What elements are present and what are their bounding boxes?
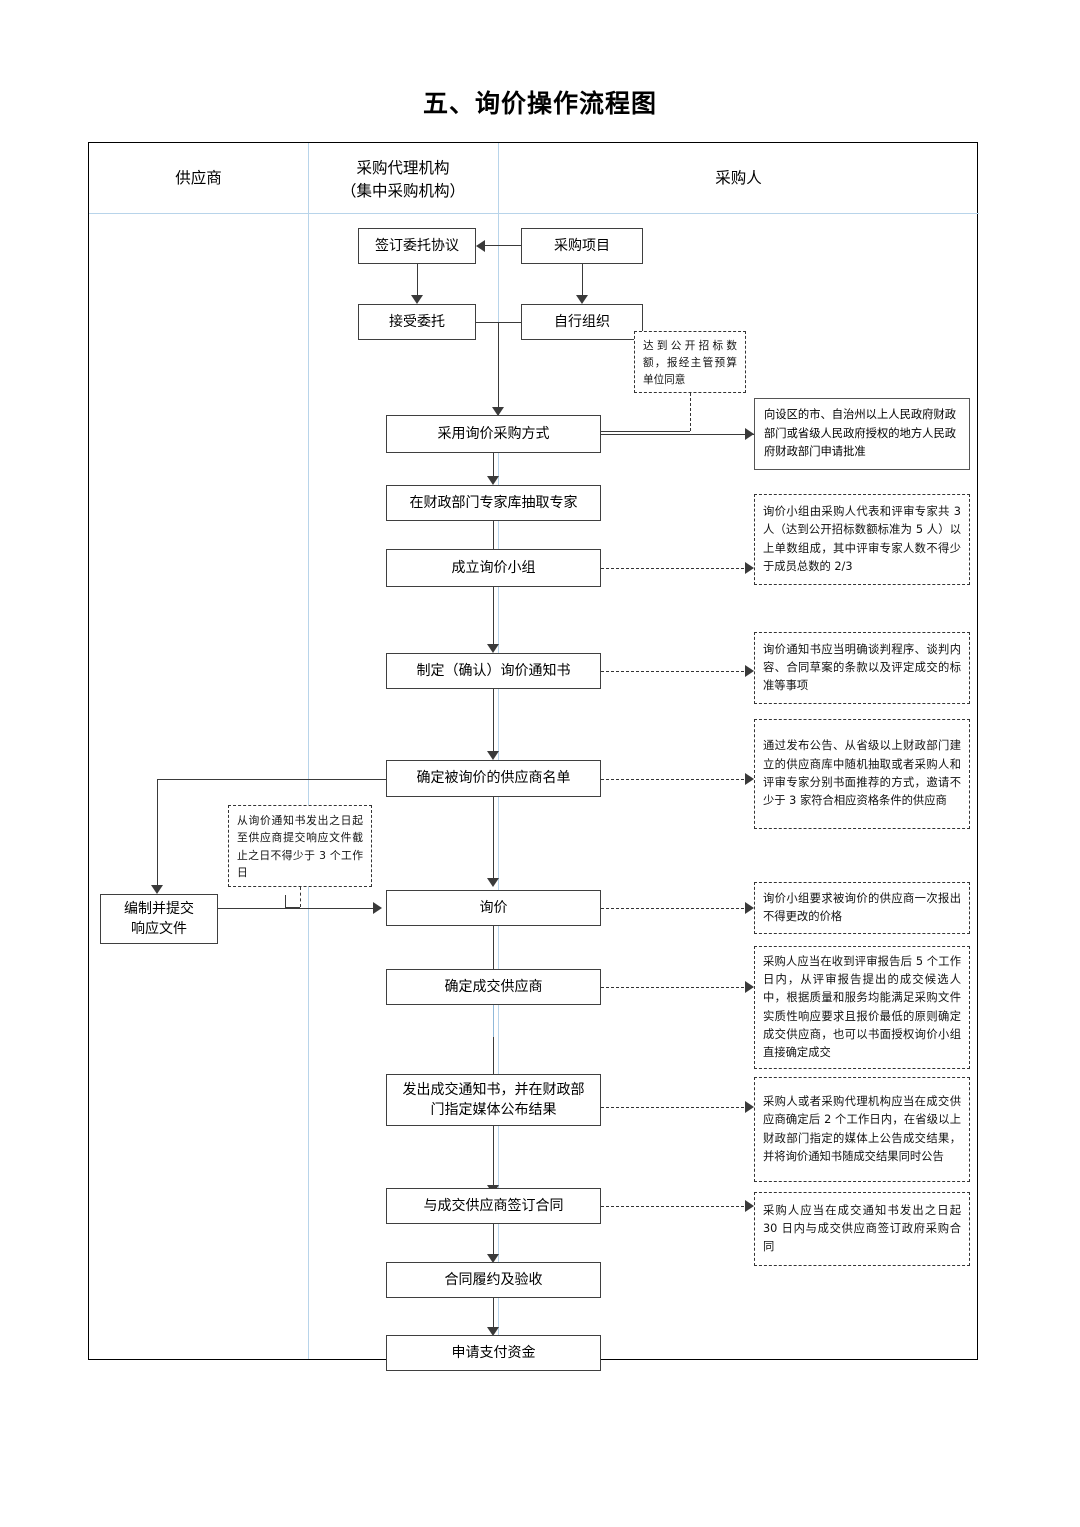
node-inquiry[interactable]: 询价 — [386, 890, 601, 926]
connector-adopt-to-approval — [601, 434, 754, 435]
lane-header-agency: 采购代理机构 （集中采购机构） — [308, 157, 498, 204]
lane-header-purchaser: 采购人 — [498, 167, 979, 190]
node-sign-agreement[interactable]: 签订委托协议 — [358, 228, 476, 264]
connector-adopt-to-experts — [493, 453, 494, 478]
connector-notice-to-note — [601, 671, 749, 672]
note-apply-approval: 向设区的市、自治州以上人民政府财政部门或省级人民政府授权的地方人民政府财政部门申… — [754, 398, 970, 470]
connector-response-to-inquiry — [218, 908, 377, 909]
lane-header-supplier: 供应商 — [89, 167, 308, 190]
connector-issue-to-note — [601, 1107, 749, 1108]
node-prepare-response[interactable]: 编制并提交 响应文件 — [100, 894, 218, 944]
node-perform-acceptance[interactable]: 合同履约及验收 — [386, 1262, 601, 1298]
node-determine-supplier-list[interactable]: 确定被询价的供应商名单 — [386, 760, 601, 797]
node-apply-payment[interactable]: 申请支付资金 — [386, 1335, 601, 1371]
note-response-deadline: 从询价通知书发出之日起至供应商提交响应文件截止之日不得少于 3 个工作日 — [228, 805, 372, 887]
connector-deadline-down — [300, 887, 301, 907]
arrowhead-adopt-to-experts — [487, 476, 499, 485]
arrowhead-inquiry-to-note — [745, 902, 754, 914]
arrowhead-winner-to-note — [745, 981, 754, 993]
note-group-composition: 询价小组由采购人代表和评审专家共 3 人（达到公开招标数额标准为 5 人）以上单… — [754, 494, 970, 585]
node-issue-win-notice-line1: 发出成交通知书，并在财政部 — [402, 1081, 585, 1098]
arrowhead-response-to-inquiry — [373, 902, 382, 914]
arrowhead-to-prepare-response — [151, 885, 163, 894]
connector-project-to-agreement — [485, 245, 521, 246]
node-issue-win-notice[interactable]: 发出成交通知书，并在财政部 门指定媒体公布结果 — [386, 1074, 601, 1126]
connector-group-to-note — [601, 568, 749, 569]
flowchart-frame: 供应商 采购代理机构 （集中采购机构） 采购人 采购项目 签订委托协议 接受委托… — [88, 142, 979, 1371]
arrowhead-contract-to-perform — [487, 1254, 499, 1263]
connector-winner-to-note — [601, 987, 749, 988]
connector-group-to-notice — [493, 587, 494, 647]
arrowhead-list-to-inquiry — [487, 878, 499, 887]
connector-list-to-inquiry — [493, 797, 494, 880]
arrowhead-project-to-agreement — [476, 240, 485, 252]
connector-issue-to-contract — [493, 1126, 494, 1188]
connector-winner-to-issue-upper — [493, 1005, 494, 1037]
connector-project-to-self — [582, 264, 583, 297]
note-invite-suppliers: 通过发布公告、从省级以上财政部门建立的供应商库中随机抽取或者采购人和评审专家分别… — [754, 719, 970, 829]
arrowhead-notice-to-note — [745, 665, 754, 677]
connector-response-bus-stub — [285, 895, 286, 909]
lane-divider-supplier-agency — [308, 143, 309, 1359]
arrowhead-list-to-note — [745, 773, 754, 785]
connector-deadline-join — [285, 907, 300, 908]
node-adopt-inquiry-method[interactable]: 采用询价采购方式 — [386, 415, 601, 453]
node-prepare-response-line1: 编制并提交 — [124, 900, 194, 917]
node-form-inquiry-group[interactable]: 成立询价小组 — [386, 549, 601, 587]
note-winner-determination: 采购人应当在收到评审报告后 5 个工作日内，从评审报告提出的成交候选人中，根据质… — [754, 946, 970, 1069]
arrowhead-agreement-to-accept — [411, 295, 423, 304]
connector-notice-to-list — [493, 689, 494, 754]
node-determine-winner[interactable]: 确定成交供应商 — [386, 969, 601, 1005]
connector-note-amount-down — [690, 393, 691, 431]
node-procurement-project[interactable]: 采购项目 — [521, 228, 643, 264]
lane-header-purchaser-label: 采购人 — [715, 169, 762, 187]
lane-header-agency-label2: （集中采购机构） — [340, 182, 465, 201]
arrowhead-perform-to-payment — [487, 1327, 499, 1336]
node-prepare-response-line2: 响应文件 — [131, 921, 187, 937]
connector-inquiry-to-winner — [493, 926, 494, 973]
note-public-bidding-amount: 达到公开招标数额，报经主管预算单位同意 — [634, 331, 746, 393]
connector-to-adopt-inquiry — [498, 322, 499, 409]
connector-contract-to-perform — [493, 1224, 494, 1257]
arrowhead-adopt-to-approval — [745, 428, 754, 440]
connector-list-to-supplier-down — [157, 779, 158, 887]
connector-inquiry-to-note — [601, 908, 749, 909]
connector-winner-to-issue — [493, 1037, 494, 1079]
arrowhead-contract-to-note — [745, 1200, 754, 1212]
node-make-inquiry-notice[interactable]: 制定（确认）询价通知书 — [386, 653, 601, 689]
node-issue-win-notice-line2: 门指定媒体公布结果 — [430, 1102, 557, 1118]
lane-header-agency-label: 采购代理机构 — [356, 159, 450, 177]
connector-list-to-supplier-left — [157, 779, 386, 780]
lane-header-supplier-label: 供应商 — [175, 169, 222, 187]
arrowhead-project-to-self — [576, 295, 588, 304]
note-one-time-quote: 询价小组要求被询价的供应商一次报出不得更改的价格 — [754, 882, 970, 934]
node-self-organize[interactable]: 自行组织 — [521, 304, 643, 340]
connector-agreement-to-accept — [417, 264, 418, 297]
node-accept-entrust[interactable]: 接受委托 — [358, 304, 476, 340]
arrowhead-notice-to-list — [487, 751, 499, 760]
connector-perform-to-payment — [493, 1298, 494, 1330]
node-draw-experts[interactable]: 在财政部门专家库抽取专家 — [386, 485, 601, 521]
connector-note-amount-join — [594, 431, 690, 432]
connector-contract-to-note — [601, 1206, 749, 1207]
note-announce-result: 采购人或者采购代理机构应当在成交供应商确定后 2 个工作日内，在省级以上财政部门… — [754, 1077, 970, 1182]
arrowhead-group-to-notice — [487, 644, 499, 653]
node-sign-contract[interactable]: 与成交供应商签订合同 — [386, 1188, 601, 1224]
page-title: 五、询价操作流程图 — [422, 89, 657, 118]
arrowhead-issue-to-note — [745, 1101, 754, 1113]
connector-list-to-note — [601, 779, 749, 780]
note-contract-deadline: 采购人应当在成交通知书发出之日起 30 日内与成交供应商签订政府采购合同 — [754, 1192, 970, 1266]
note-notice-content: 询价通知书应当明确谈判程序、谈判内容、合同草案的条款以及评定成交的标准等事项 — [754, 632, 970, 704]
header-separator — [89, 213, 979, 214]
arrowhead-to-adopt-inquiry — [492, 407, 504, 416]
connector-experts-to-group — [493, 521, 494, 551]
arrowhead-group-to-note — [745, 562, 754, 574]
